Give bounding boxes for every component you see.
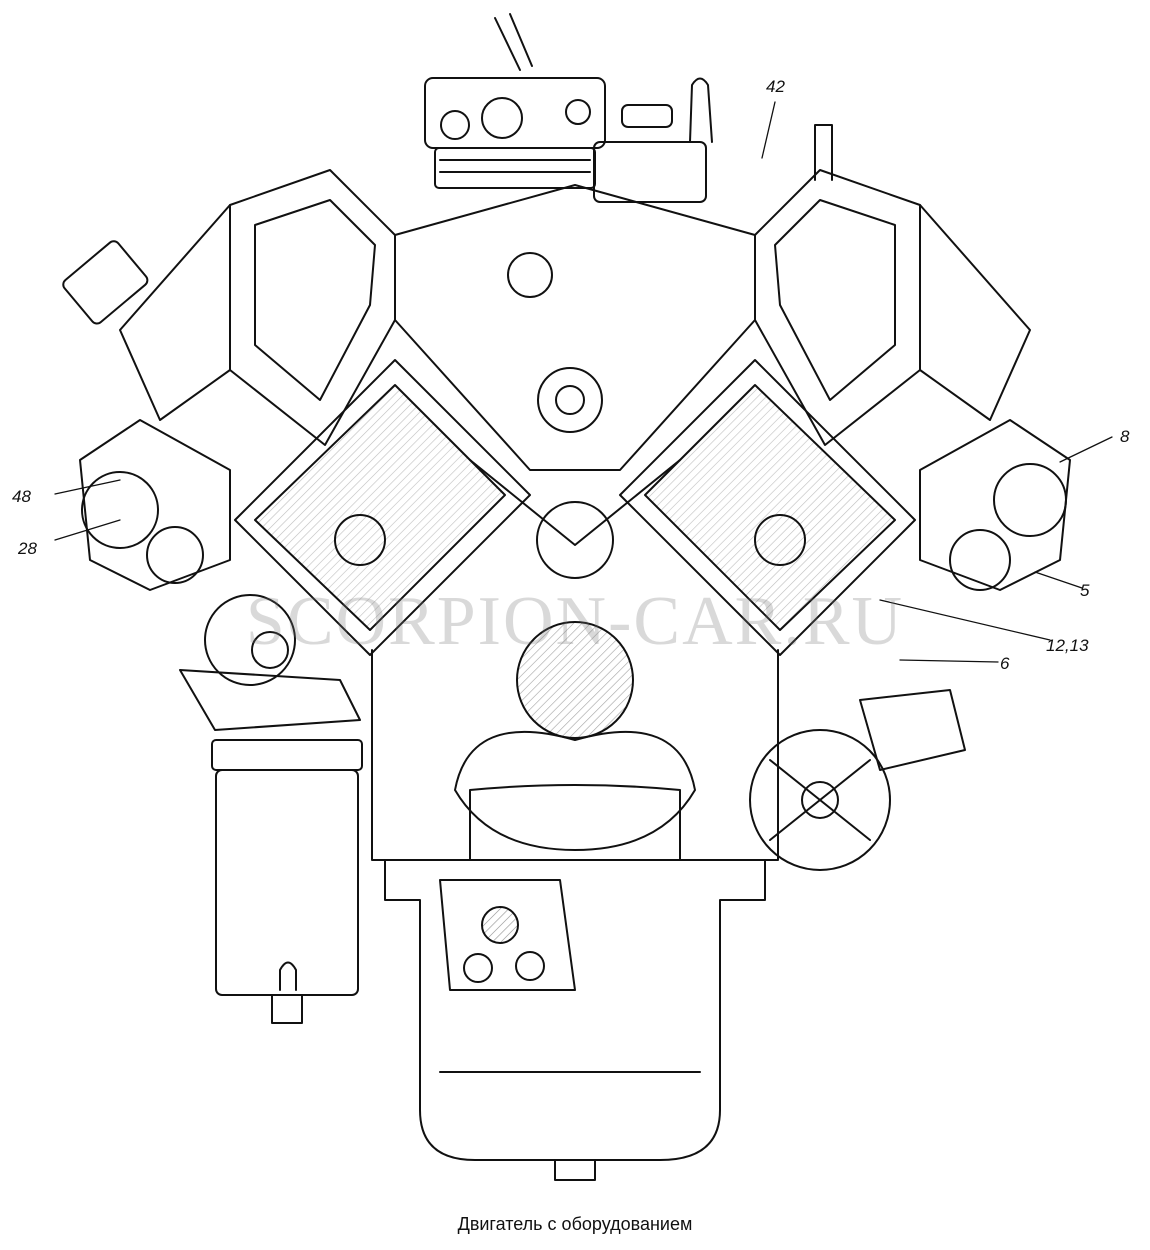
callout-5: 5 (1080, 581, 1090, 600)
left-bank-cylinder (234, 359, 531, 656)
right-bank-cylinder (619, 359, 916, 656)
oil-filler (593, 77, 833, 203)
figure-caption: Двигатель с оборудованием (457, 1214, 693, 1234)
engine-block (371, 184, 779, 861)
air-compressor (424, 13, 606, 189)
leader-lines (54, 101, 1113, 663)
alternator (749, 689, 966, 871)
right-cylinder-head (754, 169, 1031, 446)
callout-48: 48 (12, 487, 31, 506)
oil-pan (384, 859, 766, 1181)
callout-42: 42 (766, 77, 785, 96)
right-exhaust-manifold (919, 419, 1071, 591)
callout-28: 28 (18, 539, 37, 558)
callout-6: 6 (1000, 654, 1010, 673)
oil-filter (211, 739, 363, 1024)
callout-8: 8 (1120, 427, 1130, 446)
callout-12-13: 12,13 (1046, 636, 1089, 655)
left-pump (179, 594, 361, 731)
crankshaft (454, 621, 696, 851)
left-cylinder-head (62, 169, 396, 446)
left-exhaust-manifold (79, 419, 231, 591)
